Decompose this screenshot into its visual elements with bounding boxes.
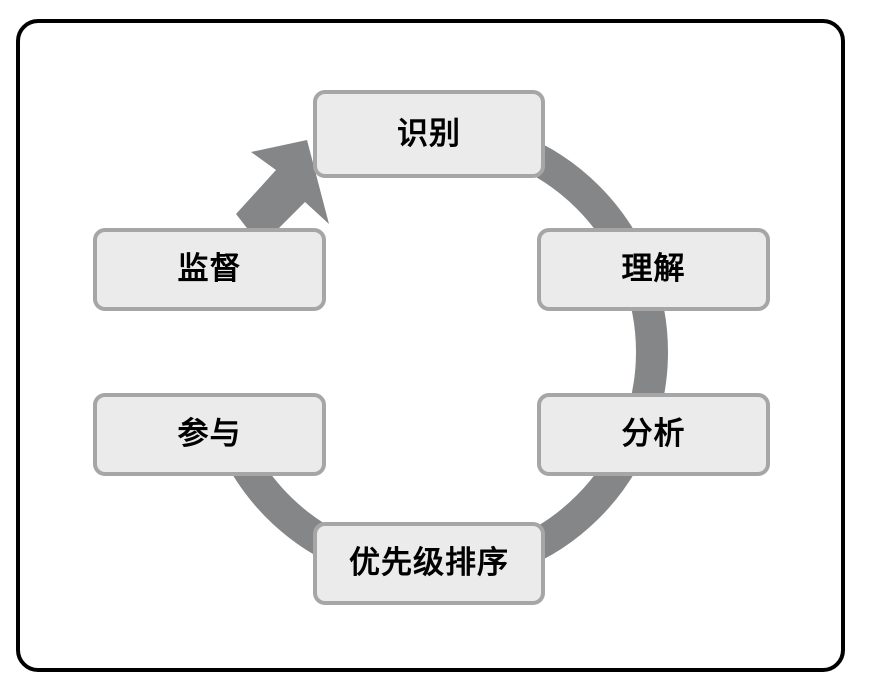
node-prioritize-label: 优先级排序 bbox=[349, 545, 509, 581]
cycle-arrowhead-icon bbox=[236, 140, 329, 246]
node-monitor[interactable]: 监督 bbox=[93, 228, 326, 311]
node-prioritize[interactable]: 优先级排序 bbox=[313, 522, 545, 605]
node-identify-label: 识别 bbox=[397, 115, 461, 152]
node-identify[interactable]: 识别 bbox=[313, 90, 545, 178]
node-monitor-label: 监督 bbox=[177, 251, 242, 287]
node-understand-label: 理解 bbox=[621, 251, 686, 287]
node-engage-label: 参与 bbox=[177, 416, 242, 452]
node-analyze-label: 分析 bbox=[621, 416, 686, 452]
node-engage[interactable]: 参与 bbox=[93, 393, 326, 476]
node-analyze[interactable]: 分析 bbox=[537, 393, 770, 476]
node-understand[interactable]: 理解 bbox=[537, 228, 770, 311]
